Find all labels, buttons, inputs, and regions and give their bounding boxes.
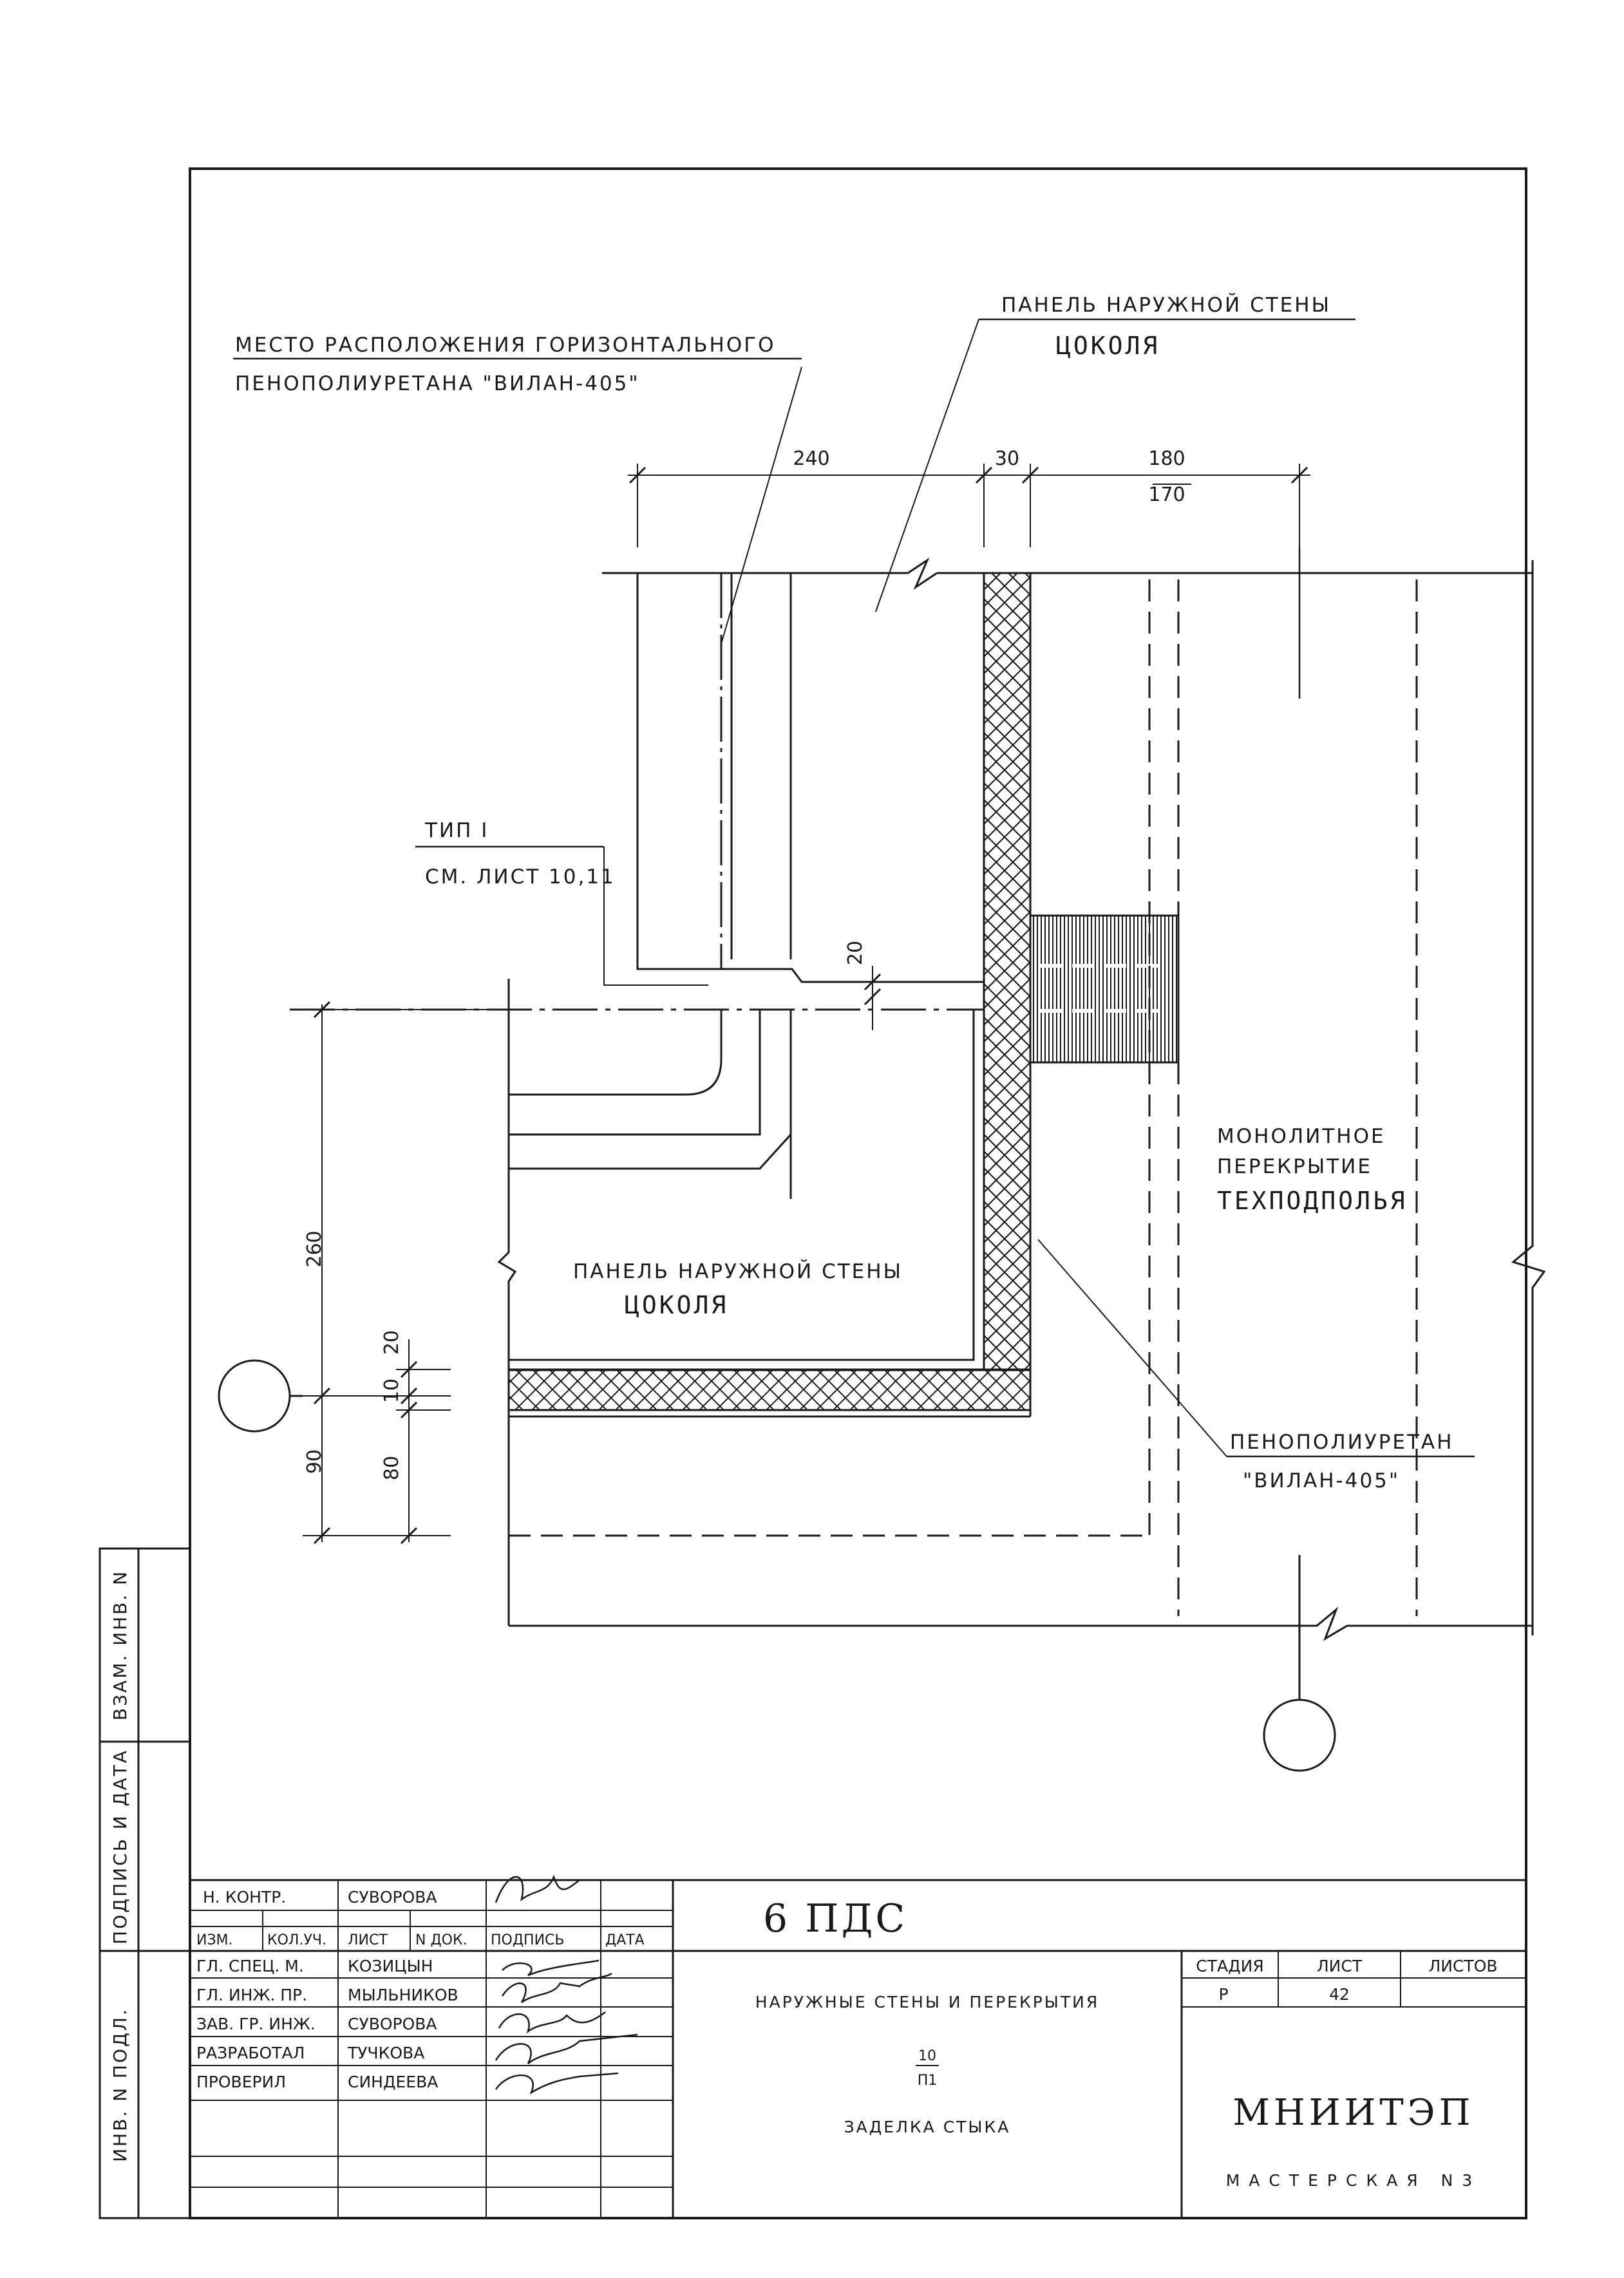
tb-sheet-head: ЛИСТ [1317,1957,1363,1975]
label-type-1: ТИП I СМ. ЛИСТ 10,11 [415,819,708,986]
slab-outline [509,560,1546,1641]
label-foam-location-line2: ПЕНОПОЛИУРЕТАНА "ВИЛАН-405" [235,372,640,395]
tb-name-3: ТУЧКОВА [347,2044,424,2062]
tb-role-1: ГЛ. ИНЖ. ПР. [196,1986,307,2004]
tb-node-den: П1 [918,2073,938,2089]
tb-workshop: МАСТЕРСКАЯ N3 [1226,2171,1482,2190]
tb-name-4: СИНДЕЕВА [348,2073,438,2091]
tb-sheet-val: 42 [1329,1985,1350,2004]
stamp-podpis-data: ПОДПИСЬ И ДАТА [109,1749,131,1944]
tb-title-line3: ЗАДЕЛКА СТЫКА [844,2118,1011,2136]
tb-role-nkontr: Н. КОНТР. [203,1888,286,1906]
label-type-1-line2: СМ. ЛИСТ 10,11 [425,865,616,889]
leader-panel-top [875,319,979,612]
dim-10-left: 10 [381,1379,403,1403]
tb-header-izm: ИЗМ. [196,1932,233,1948]
label-foam-location: МЕСТО РАСПОЛОЖЕНИЯ ГОРИЗОНТАЛЬНОГО ПЕНОП… [233,334,802,645]
label-monolith-line2: ПЕРЕКРЫТИЕ [1217,1155,1372,1178]
dimension-joint-20 [864,966,882,1030]
dim-90: 90 [303,1449,326,1474]
label-panel-top-line1: ПАНЕЛЬ НАРУЖНОЙ СТЕНЫ [1001,294,1331,317]
tb-header-podpis: ПОДПИСЬ [491,1932,565,1948]
tb-header-ndok: N ДОК. [415,1932,467,1948]
stamp-vzam-inv: ВЗАМ. ИНВ. N [109,1570,131,1720]
label-panel-top: ПАНЕЛЬ НАРУЖНОЙ СТЕНЫ ЦОКОЛЯ [875,294,1355,612]
dimension-chain-top [628,464,1310,547]
tb-title-line1: НАРУЖНЫЕ СТЕНЫ И ПЕРЕКРЫТИЯ [755,1993,1099,2011]
label-monolith-line1: МОНОЛИТНОЕ [1217,1125,1386,1148]
leader-foam-right [1037,1239,1227,1457]
tb-name-2: СУВОРОВА [348,2015,437,2033]
tb-header-list: ЛИСТ [348,1932,388,1948]
label-panel-bottom-line1: ПАНЕЛЬ НАРУЖНОЙ СТЕНЫ [573,1260,903,1283]
dim-240: 240 [793,447,829,470]
axis-marker-left [218,1359,303,1433]
tb-role-4: ПРОВЕРИЛ [196,2073,286,2091]
horizontal-foam-strip [507,572,1032,1411]
tb-org-name: МНИИТЭП [1233,2092,1475,2134]
label-panel-bottom-line2: ЦОКОЛЯ [625,1291,728,1319]
axis-marker-bottom [1263,1555,1336,1772]
label-type-1-line1: ТИП I [424,819,489,842]
label-foam-right: ПЕНОПОЛИУРЕТАН "ВИЛАН-405" [1037,1239,1475,1492]
dim-20-left: 20 [381,1330,403,1355]
title-block [190,1879,1526,2218]
tb-role-2: ЗАВ. ГР. ИНЖ. [196,2015,316,2033]
tb-name-1: МЫЛЬНИКОВ [348,1986,458,2004]
tb-stage-head: СТАДИЯ [1196,1957,1263,1975]
tb-role-3: РАЗРАБОТАЛ [196,2044,305,2062]
joint-seal-block [1029,914,1180,1064]
leader-foam-location [721,366,802,645]
sheet-frame [189,167,1527,2219]
tb-project-code: 6 ПДС [763,1896,907,1941]
signatures [495,1874,638,2095]
label-foam-location-line1: МЕСТО РАСПОЛОЖЕНИЯ ГОРИЗОНТАЛЬНОГО [235,334,776,357]
tb-node-num: 10 [918,2048,936,2064]
dim-180: 180 [1148,447,1185,470]
tb-header-kol: КОЛ.УЧ. [267,1932,326,1948]
label-foam-right-line2: "ВИЛАН-405" [1243,1469,1400,1492]
dimension-chain-left [303,1001,509,1545]
dim-260: 260 [303,1230,326,1267]
upper-wall-panel [602,557,1533,983]
dim-20-joint: 20 [844,941,867,965]
tb-name-0: КОЗИЦЫН [348,1957,433,1975]
tb-role-0: ГЛ. СПЕЦ. М. [196,1957,304,1975]
tb-name-nkontr: СУВОРОВА [348,1888,437,1906]
tb-sheets-head: ЛИСТОВ [1428,1957,1497,1975]
slab-dashed-outline [509,579,1418,1616]
tb-header-data: ДАТА [605,1932,645,1948]
tb-stage-val: Р [1218,1985,1228,2004]
label-monolith-line3: ТЕХПОДПОЛЬЯ [1217,1187,1408,1215]
label-panel-top-line2: ЦОКОЛЯ [1056,332,1160,360]
stamp-inv-podl: ИНВ. N ПОДЛ. [109,2008,131,2162]
dim-170: 170 [1148,484,1185,506]
label-foam-right-line1: ПЕНОПОЛИУРЕТАН [1230,1431,1453,1454]
dim-30: 30 [995,447,1019,470]
dim-80-left: 80 [381,1456,403,1480]
panel-corner-inner [509,1010,975,1361]
side-stamp [99,1547,191,2219]
